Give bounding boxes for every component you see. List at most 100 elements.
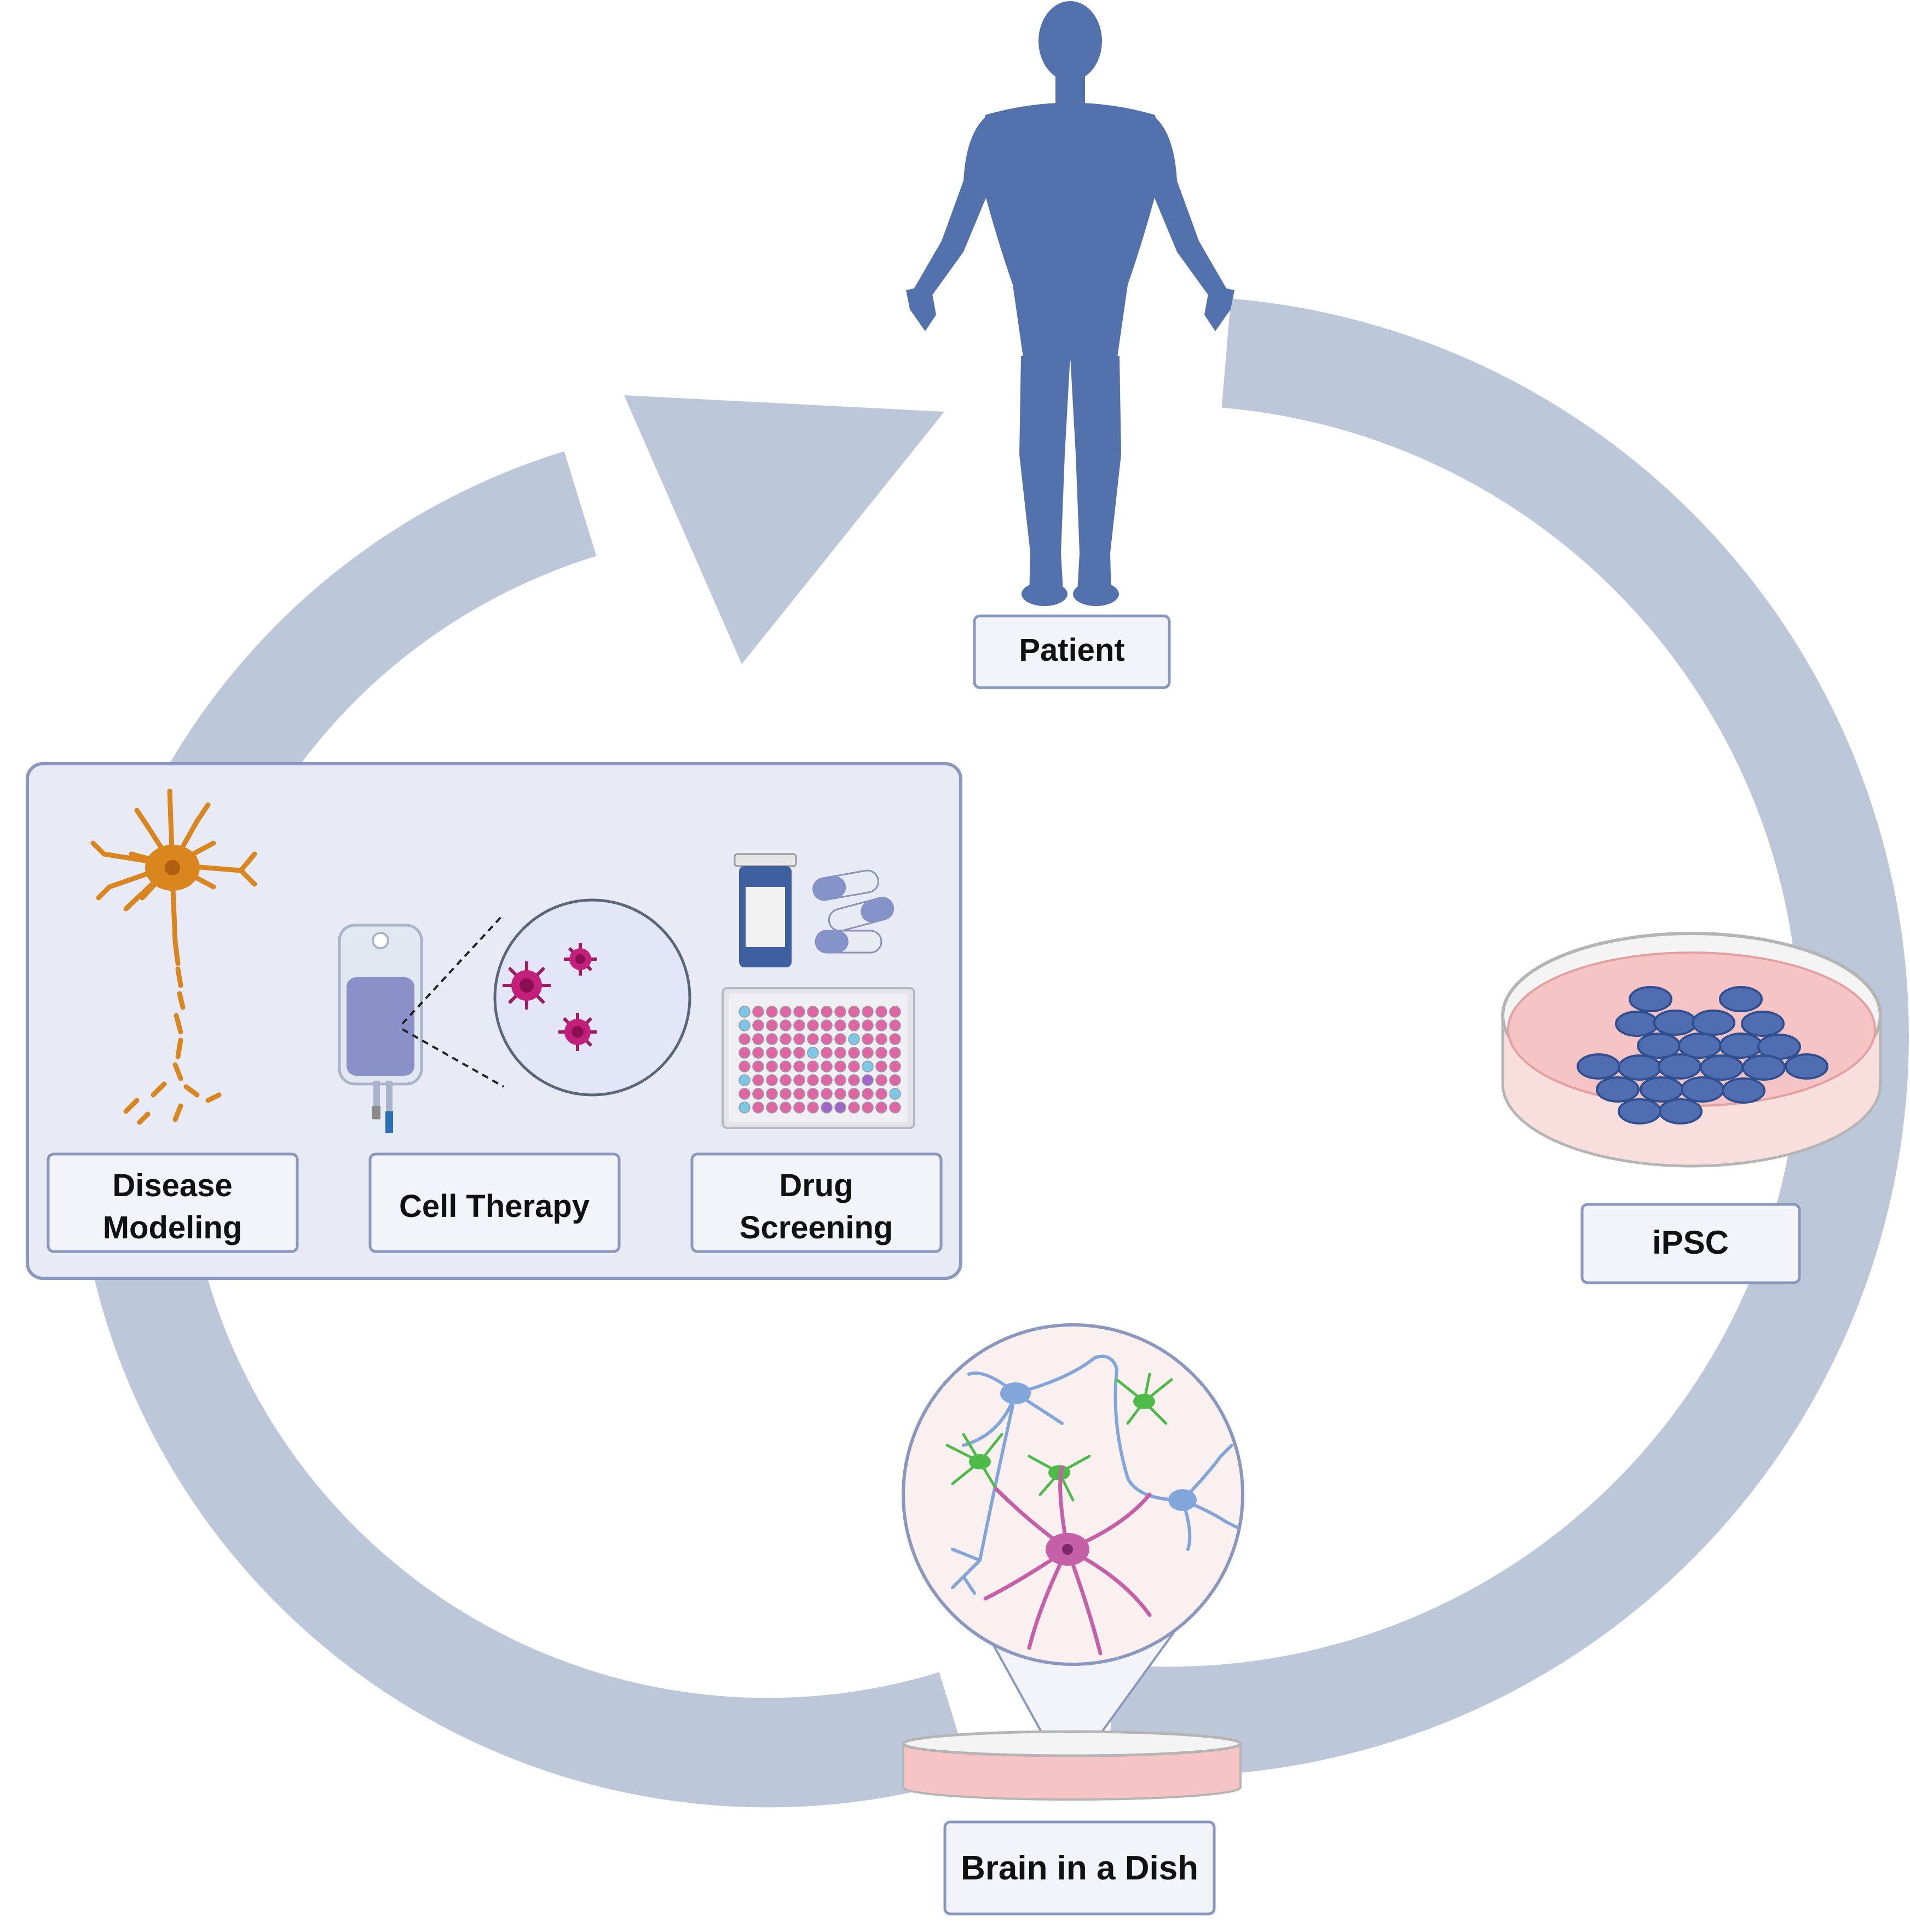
plate-well	[738, 1060, 751, 1072]
plate-well	[780, 1060, 792, 1072]
plate-well	[848, 1088, 860, 1100]
plate-well	[862, 1088, 874, 1100]
capsule-icon	[812, 869, 895, 954]
iv-bag-icon	[338, 924, 423, 1133]
plate-well	[766, 1074, 778, 1086]
ipsc-petri-dish-icon	[1501, 932, 1882, 1168]
plate-well	[738, 1074, 751, 1086]
plate-well	[875, 1047, 887, 1059]
plate-well	[807, 1060, 819, 1072]
plate-well	[889, 1033, 901, 1045]
plate-well	[834, 1033, 846, 1045]
drug-screening-label-line2: Screening	[740, 1210, 893, 1245]
plate-well	[821, 1074, 833, 1086]
plate-well	[862, 1047, 874, 1059]
plate-well	[738, 1006, 751, 1018]
plate-well	[848, 1006, 860, 1018]
plate-well	[738, 1033, 751, 1045]
plate-well	[780, 1101, 792, 1114]
plate-well	[807, 1074, 819, 1086]
plate-well	[766, 1101, 778, 1114]
plate-well	[766, 1060, 778, 1072]
plate-well	[848, 1047, 860, 1059]
plate-well	[848, 1033, 860, 1045]
plate-well	[766, 1033, 778, 1045]
brain-in-dish-icon	[902, 1323, 1244, 1801]
plate-well	[807, 1033, 819, 1045]
plate-well	[738, 1101, 751, 1114]
plate-well	[793, 1074, 805, 1086]
plate-well	[752, 1074, 764, 1086]
plate-well	[889, 1074, 901, 1086]
plate-well	[752, 1101, 764, 1114]
plate-well	[821, 1019, 833, 1031]
well-plate-icon	[722, 987, 915, 1129]
plate-well	[834, 1101, 846, 1114]
plate-well	[834, 1088, 846, 1100]
brain-in-dish-label: Brain in a Dish	[943, 1820, 1216, 1916]
plate-well	[766, 1006, 778, 1018]
plate-well	[766, 1019, 778, 1031]
plate-well	[889, 1060, 901, 1072]
plate-well	[821, 1088, 833, 1100]
plate-well	[889, 1006, 901, 1018]
plate-well	[780, 1033, 792, 1045]
cells-magnify-icon	[401, 898, 691, 1097]
plate-well	[752, 1019, 764, 1031]
plate-well	[793, 1088, 805, 1100]
brain-in-dish-label-text: Brain in a Dish	[961, 1849, 1198, 1887]
plate-well	[875, 1060, 887, 1072]
plate-well	[780, 1006, 792, 1018]
plate-well	[807, 1101, 819, 1114]
plate-well	[807, 1047, 819, 1059]
plate-well	[875, 1088, 887, 1100]
plate-well	[875, 1033, 887, 1045]
plate-well	[780, 1019, 792, 1031]
plate-well	[848, 1060, 860, 1072]
cycle-arrow-left	[74, 395, 972, 1808]
plate-well	[834, 1006, 846, 1018]
plate-well	[821, 1033, 833, 1045]
plate-well	[834, 1047, 846, 1059]
plate-well	[793, 1019, 805, 1031]
plate-well	[862, 1074, 874, 1086]
plate-well	[780, 1047, 792, 1059]
plate-well	[862, 1033, 874, 1045]
plate-well	[848, 1074, 860, 1086]
plate-well	[862, 1006, 874, 1018]
plate-well	[793, 1047, 805, 1059]
plate-well	[889, 1019, 901, 1031]
plate-well	[862, 1060, 874, 1072]
plate-well	[889, 1088, 901, 1100]
brain-neurons	[945, 1354, 1239, 1656]
ipsc-label: iPSC	[1580, 1203, 1801, 1284]
plate-well	[807, 1019, 819, 1031]
plate-well	[752, 1006, 764, 1018]
drug-screening-label-line1: Drug	[779, 1168, 853, 1203]
plate-well	[875, 1006, 887, 1018]
plate-well	[738, 1088, 751, 1100]
cell-therapy-label: Cell Therapy	[368, 1152, 621, 1253]
plate-well	[834, 1074, 846, 1086]
plate-well	[848, 1019, 860, 1031]
plate-well	[862, 1101, 874, 1114]
plate-well	[738, 1019, 751, 1031]
plate-well	[875, 1101, 887, 1114]
plate-well	[807, 1006, 819, 1018]
plate-well	[738, 1047, 751, 1059]
plate-well	[752, 1033, 764, 1045]
plate-well	[793, 1101, 805, 1114]
plate-well	[821, 1047, 833, 1059]
plate-well	[752, 1060, 764, 1072]
plate-well	[752, 1047, 764, 1059]
neuron-icon	[90, 788, 257, 1125]
applications-panel: Disease Modeling Cell Therapy Drug Scree…	[26, 762, 962, 1280]
disease-modeling-label: Disease Modeling	[47, 1152, 299, 1253]
plate-well	[834, 1060, 846, 1072]
drug-screening-label: Drug Screening	[690, 1152, 943, 1253]
plate-well	[821, 1006, 833, 1018]
plate-well	[793, 1033, 805, 1045]
ipsc-label-text: iPSC	[1652, 1224, 1729, 1261]
cycle-arrowhead	[624, 395, 944, 664]
